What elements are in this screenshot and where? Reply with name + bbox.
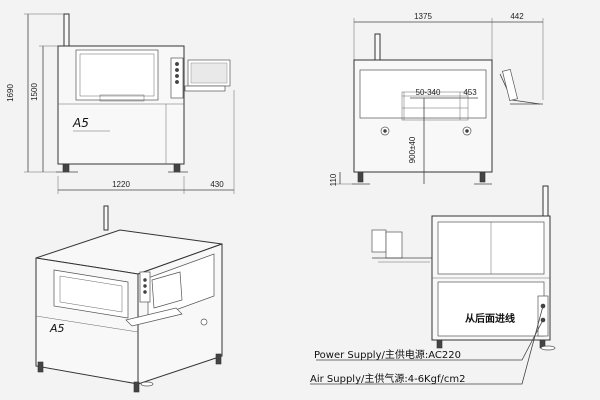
front-width-body: 1220	[112, 180, 130, 189]
front-control-panel	[170, 57, 184, 99]
side-conveyor-offset: 453	[463, 88, 477, 97]
front-height-body: 1500	[30, 83, 39, 101]
front-logo: A5	[72, 116, 89, 130]
rear-lower-door	[437, 281, 545, 337]
rear-view: 从后面进线 Power Supply/主供电源:AC220 Air Supply…	[310, 185, 556, 385]
side-view: 1375 442 50-340 453 900±40	[329, 12, 544, 186]
front-width-extension: 430	[210, 180, 224, 189]
side-width-extension: 442	[510, 12, 524, 21]
side-tower-light	[374, 33, 381, 61]
side-conveyor-range: 50-340	[416, 88, 441, 97]
iso-view: A5	[35, 205, 223, 393]
iso-keyboard	[125, 307, 183, 327]
side-conveyor	[401, 91, 469, 121]
side-width-body: 1375	[414, 12, 432, 21]
side-monitor	[502, 69, 518, 101]
front-window	[75, 49, 159, 101]
rear-connector-block	[537, 295, 549, 337]
front-view: A5 1690 1500 1220 430	[6, 13, 235, 194]
iso-tower-light	[103, 205, 109, 231]
power-supply-label: Power Supply/主供电源:AC220	[314, 348, 461, 361]
side-foot-height: 110	[329, 173, 338, 186]
air-supply-label: Air Supply/主供气源:4-6Kgf/cm2	[310, 372, 465, 385]
iso-monitor	[151, 271, 183, 309]
iso-window	[53, 269, 129, 319]
air-leader	[310, 305, 544, 385]
side-conveyor-height: 900±40	[408, 136, 417, 163]
front-height-total: 1690	[6, 84, 15, 102]
rear-entry-note: 从后面进线	[465, 312, 515, 325]
front-keyboard	[184, 85, 226, 92]
front-tower-light	[63, 13, 70, 47]
rear-monitor	[371, 229, 387, 253]
iso-logo: A5	[49, 322, 65, 335]
rear-tower-light	[542, 185, 549, 217]
